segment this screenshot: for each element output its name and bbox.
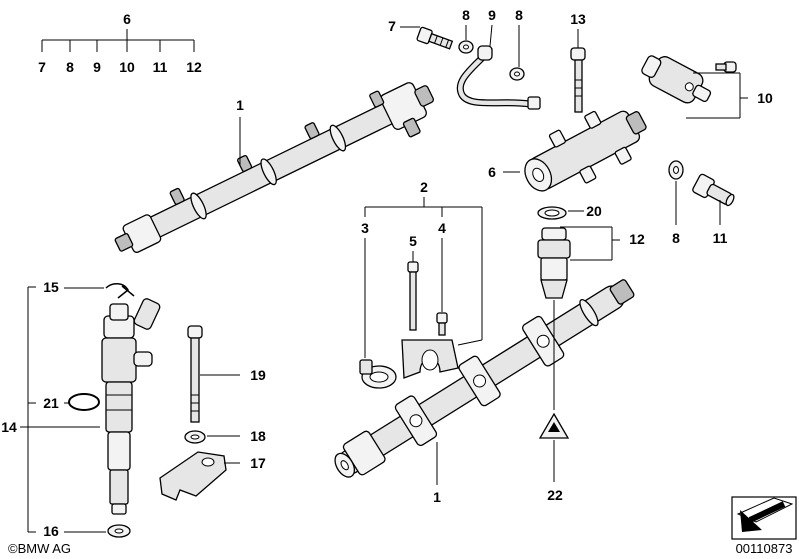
clamping-claw-17[interactable] (159, 451, 227, 501)
callout-3[interactable]: 3 (361, 220, 369, 236)
callout-11[interactable]: 11 (713, 230, 728, 246)
clip-3[interactable] (359, 359, 397, 389)
callout-1-lower[interactable]: 1 (433, 489, 441, 505)
fuel-rail-lower[interactable] (325, 267, 642, 490)
callout-16[interactable]: 16 (43, 523, 59, 539)
callout-2[interactable]: 2 (420, 179, 428, 195)
callout-6-top[interactable]: 6 (123, 11, 131, 27)
callout-17[interactable]: 17 (250, 455, 266, 471)
spring-clip-15[interactable] (105, 283, 135, 299)
kit-6-tree: 6 7 8 9 10 11 12 (38, 11, 202, 75)
seal-washer-16[interactable] (107, 524, 131, 538)
callout-12[interactable]: 12 (629, 231, 645, 247)
washer-18[interactable] (184, 430, 206, 444)
callout-13[interactable]: 13 (570, 11, 586, 27)
callout-8-a[interactable]: 8 (462, 7, 470, 23)
sensor-bolt[interactable] (715, 61, 737, 73)
sealing-ring-20[interactable] (537, 206, 567, 220)
bolt-7[interactable] (416, 26, 454, 52)
callout-6-block[interactable]: 6 (488, 164, 496, 180)
callout-19[interactable]: 19 (250, 367, 266, 383)
callout-9[interactable]: 9 (488, 7, 496, 23)
callout-20[interactable]: 20 (586, 203, 602, 219)
pressure-sensor-12[interactable] (537, 227, 571, 299)
callout-9-tree[interactable]: 9 (93, 59, 101, 75)
callout-21[interactable]: 21 (43, 395, 59, 411)
orientation-arrow-icon (731, 496, 797, 540)
callout-12-tree[interactable]: 12 (186, 59, 202, 75)
pressure-sensor-10[interactable] (638, 49, 717, 111)
screw-4[interactable] (436, 312, 448, 336)
valve-11[interactable] (692, 173, 738, 210)
diagram-number: 00110873 (736, 541, 793, 556)
washer-8-left[interactable] (458, 40, 474, 54)
callout-18[interactable]: 18 (250, 428, 266, 444)
callout-8-b[interactable]: 8 (515, 7, 523, 23)
injector-14[interactable] (101, 298, 161, 515)
callout-11-tree[interactable]: 11 (153, 59, 168, 75)
bolt-13[interactable] (570, 47, 586, 113)
callout-14[interactable]: 14 (1, 419, 17, 435)
copyright-text: ©BMW AG (8, 541, 71, 556)
pipe-9[interactable] (456, 45, 541, 110)
warning-label-22[interactable] (538, 412, 570, 439)
callout-8-tree[interactable]: 8 (66, 59, 74, 75)
callout-22[interactable]: 22 (547, 487, 563, 503)
callout-7[interactable]: 7 (388, 18, 396, 34)
callout-5[interactable]: 5 (409, 233, 417, 249)
callout-10[interactable]: 10 (757, 90, 773, 106)
callout-1-upper[interactable]: 1 (236, 97, 244, 113)
callout-8-c[interactable]: 8 (672, 230, 680, 246)
washer-8-right[interactable] (509, 67, 525, 81)
fuel-rail-upper[interactable] (107, 70, 444, 273)
callout-15[interactable]: 15 (43, 279, 59, 295)
washer-8-valve[interactable] (668, 160, 684, 180)
distribution-block-6[interactable] (514, 93, 657, 207)
bolt-19[interactable] (187, 325, 203, 423)
callout-4[interactable]: 4 (438, 220, 446, 236)
screw-5[interactable] (407, 261, 419, 331)
callout-7-tree[interactable]: 7 (38, 59, 46, 75)
bracket-2[interactable] (401, 339, 459, 379)
o-ring-21[interactable] (68, 393, 100, 411)
callout-10-tree[interactable]: 10 (119, 59, 135, 75)
